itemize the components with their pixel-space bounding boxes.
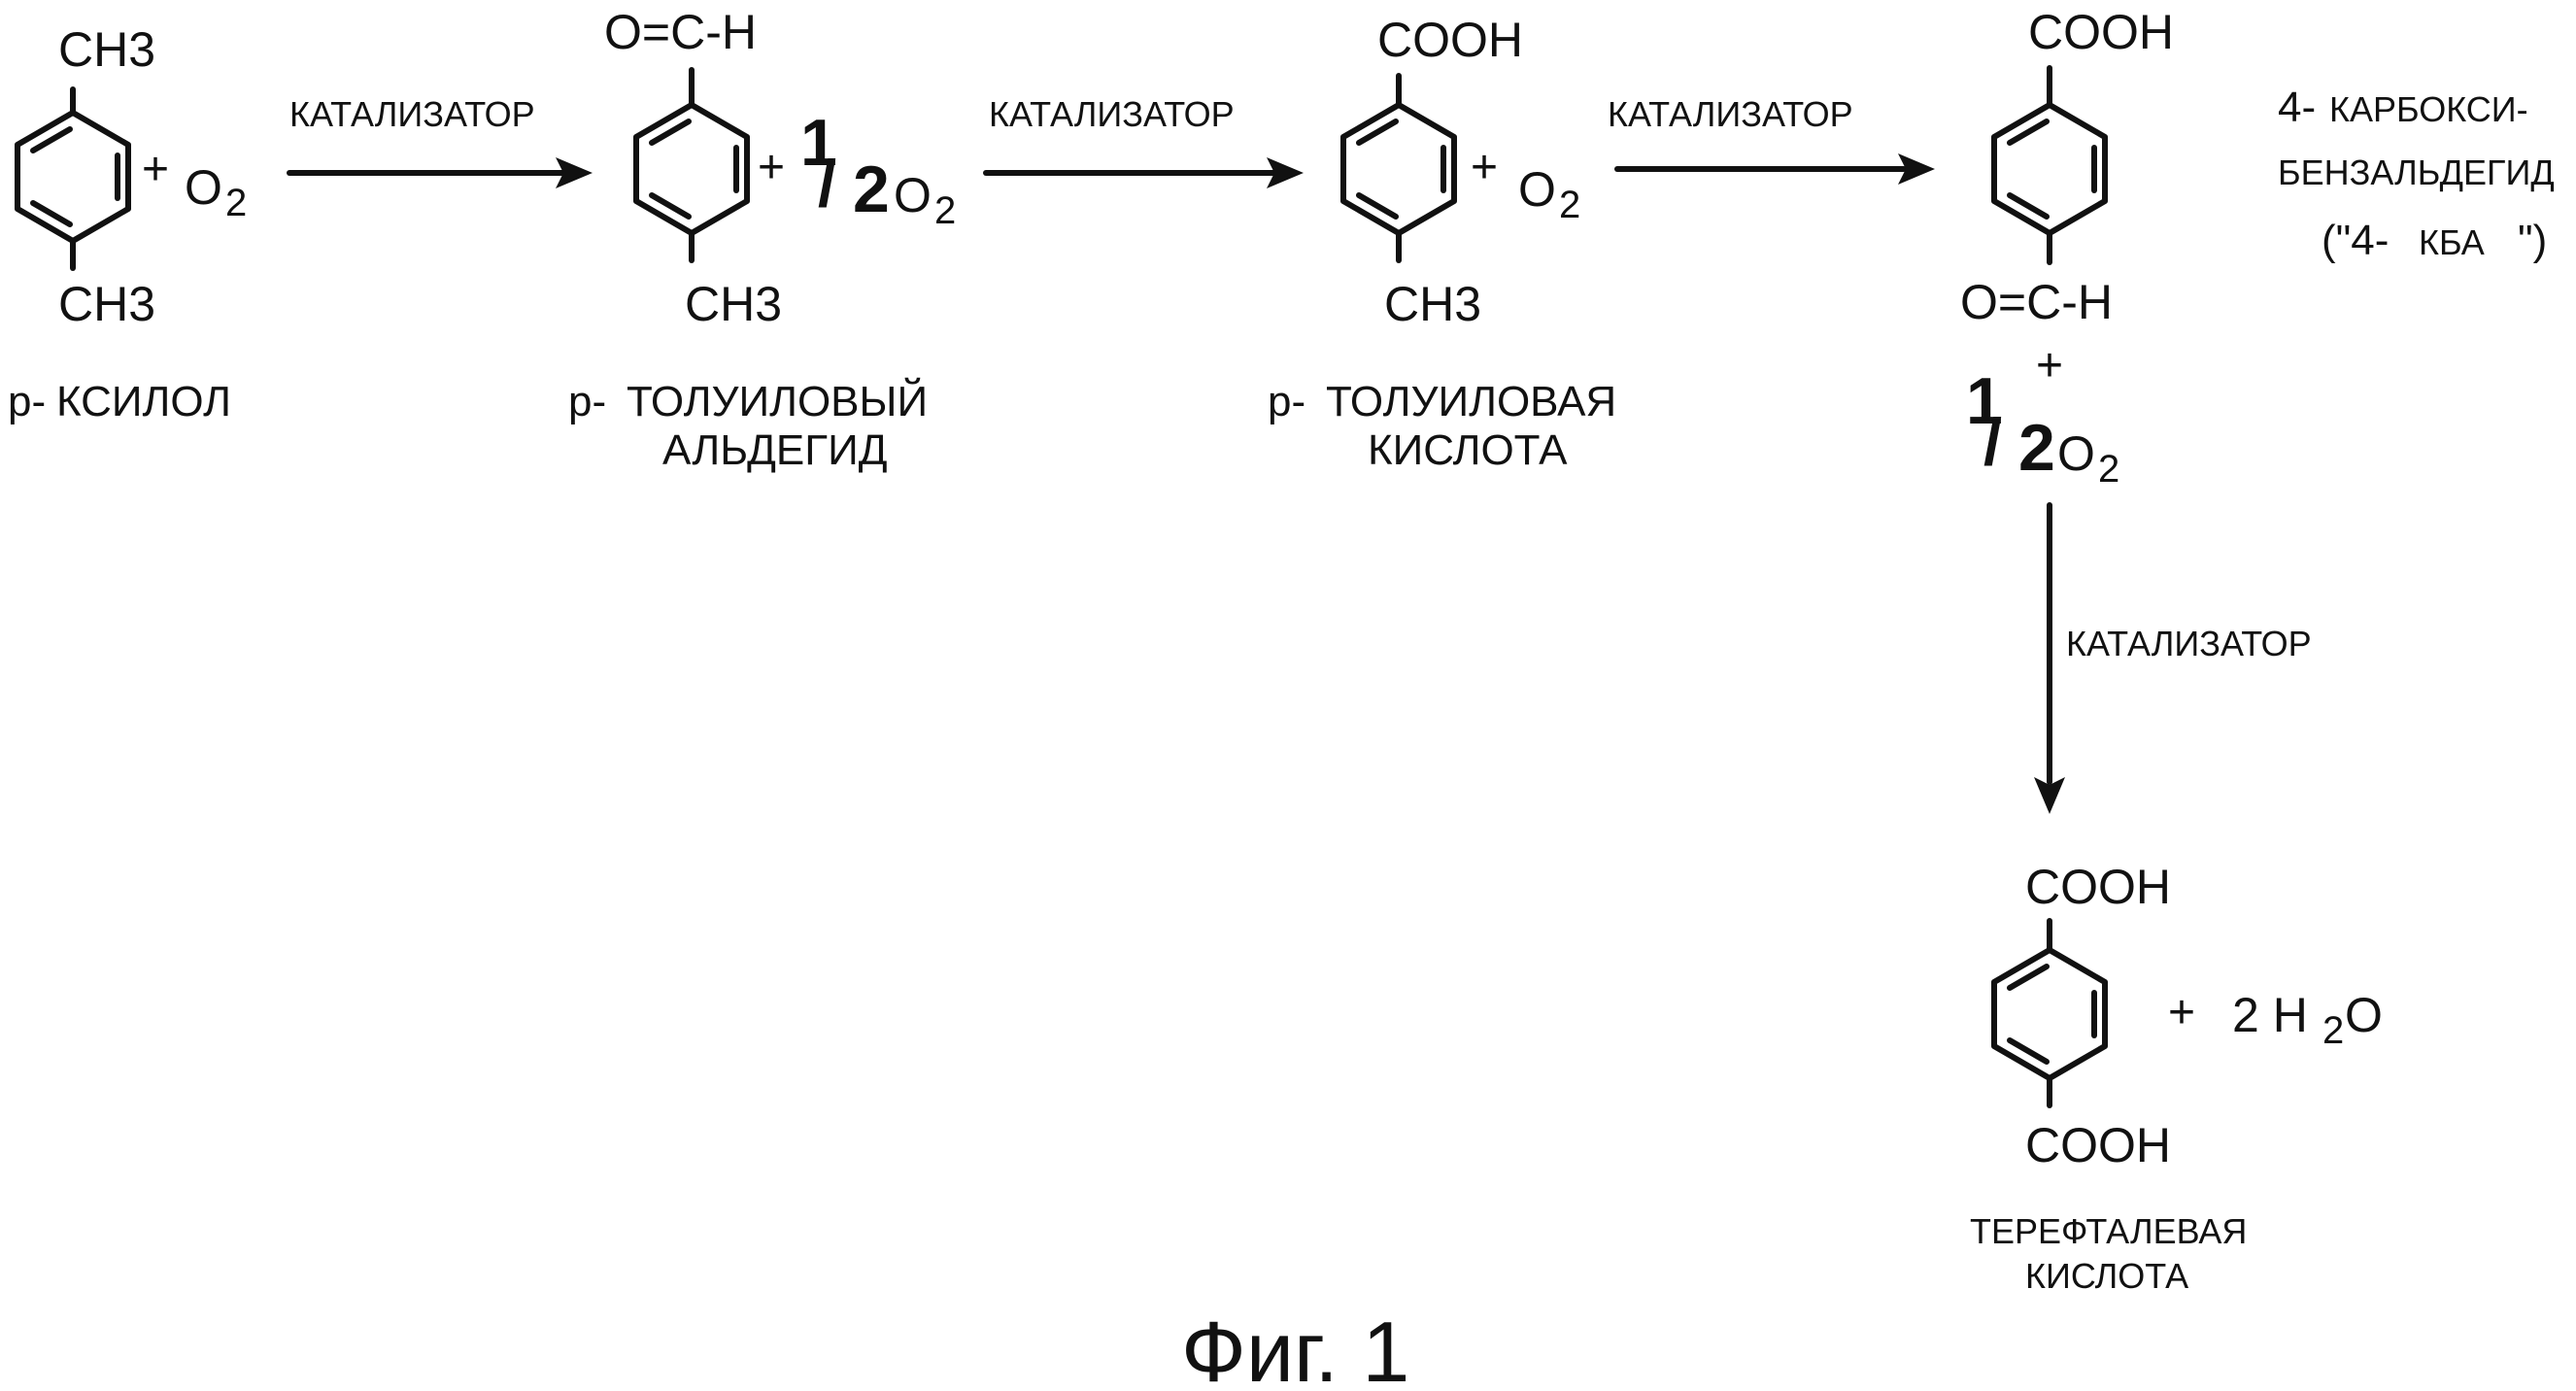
pxylene-name-prefix: р-: [8, 378, 46, 425]
figure-caption: Фиг. 1: [1181, 1304, 1409, 1391]
tolualdehyde-name-prefix: р-: [568, 378, 606, 425]
product-water: + 2 H 2 O: [2168, 987, 2383, 1052]
catalyst-label-4: КАТАЛИЗАТОР: [2066, 624, 2312, 663]
benzene-ring-icon: [1991, 102, 2108, 236]
terephthalic-name-line2: КИСЛОТА: [2025, 1256, 2188, 1296]
svg-text:/: /: [818, 147, 836, 221]
svg-text:2: 2: [2322, 1009, 2344, 1052]
catalyst-label-1: КАТАЛИЗАТОР: [289, 94, 535, 134]
terephthalic-top-group: COOH: [2025, 860, 2171, 914]
benzene-ring-icon: [1991, 947, 2108, 1081]
arrow-head-icon: [556, 157, 593, 188]
tolualdehyde-bottom-group: CH3: [685, 277, 782, 331]
svg-text:2: 2: [853, 153, 890, 226]
terephthalic-name-line1: ТЕРЕФТАЛЕВАЯ: [1970, 1211, 2247, 1251]
svg-text:1: 1: [1966, 364, 2003, 438]
cba-abbrev-close: "): [2518, 217, 2547, 264]
arrow-step-3: КАТАЛИЗАТОР: [1608, 94, 1935, 185]
benzene-ring-icon: [1340, 102, 1457, 236]
arrow-head-icon: [2034, 777, 2065, 814]
svg-text:2 H: 2 H: [2232, 988, 2308, 1042]
benzene-ring-icon: [15, 110, 131, 244]
terephthalic-bottom-group: COOH: [2025, 1118, 2171, 1172]
svg-text:+: +: [2036, 340, 2063, 391]
cba-name-line2: БЕНЗАЛЬДЕГИД: [2278, 153, 2555, 192]
toluic-acid-name-prefix: р-: [1268, 378, 1305, 425]
cba-abbrev-open: ("4-: [2322, 217, 2389, 264]
arrow-step-2: КАТАЛИЗАТОР: [983, 94, 1304, 188]
tolualdehyde-name-line1: ТОЛУИЛОВЫЙ: [627, 376, 928, 425]
svg-text:1: 1: [800, 106, 837, 180]
arrow-step-1: КАТАЛИЗАТОР: [287, 94, 593, 188]
svg-text:O: O: [1518, 162, 1556, 217]
pxylene-name: КСИЛОЛ: [56, 378, 231, 425]
cba-top-group: COOH: [2028, 5, 2174, 59]
compound-terephthalic-acid: COOH COOH ТЕРЕФТАЛЕВАЯ КИСЛОТА: [1970, 860, 2247, 1296]
compound-p-tolualdehyde: O=C-H CH3 р- ТОЛУИЛОВЫЙ АЛЬДЕГИД: [568, 5, 928, 474]
svg-text:/: /: [1983, 405, 2002, 479]
compound-p-xylene: CH3 CH3 р- КСИЛОЛ: [8, 22, 231, 425]
svg-text:O: O: [185, 160, 222, 215]
compound-p-toluic-acid: COOH CH3 р- ТОЛУИЛОВАЯ КИСЛОТА: [1268, 13, 1616, 474]
reagent-o2-2: + O 2: [1471, 142, 1580, 226]
svg-text:+: +: [142, 144, 169, 195]
svg-text:O: O: [894, 168, 932, 222]
compound-4-cba: COOH O=C-H 4- КАРБОКСИ- БЕНЗАЛЬДЕГИД ("4…: [1960, 5, 2555, 329]
tolualdehyde-top-group: O=C-H: [604, 5, 757, 59]
svg-text:2: 2: [934, 189, 956, 232]
pxylene-top-group: CH3: [58, 22, 155, 77]
reagent-o2-1: + O 2: [142, 144, 247, 224]
svg-text:+: +: [758, 142, 785, 193]
svg-text:+: +: [1471, 142, 1498, 193]
reagent-half-o2-1: + 1 / 2 O 2: [758, 106, 956, 232]
tolualdehyde-name-line2: АЛЬДЕГИД: [662, 426, 888, 474]
toluic-acid-name-line2: КИСЛОТА: [1368, 426, 1568, 474]
cba-bottom-group: O=C-H: [1960, 275, 2113, 329]
arrow-head-icon: [1898, 153, 1935, 185]
svg-text:2: 2: [1559, 184, 1580, 226]
svg-text:2: 2: [2098, 448, 2119, 491]
svg-text:2: 2: [2018, 411, 2055, 485]
cba-name-line1: КАРБОКСИ-: [2329, 89, 2528, 129]
catalyst-label-3: КАТАЛИЗАТОР: [1608, 94, 1853, 134]
benzene-ring-icon: [633, 102, 750, 236]
cba-abbrev: КБА: [2419, 222, 2485, 262]
cba-name-number: 4-: [2278, 84, 2316, 131]
toluic-acid-name-line1: ТОЛУИЛОВАЯ: [1326, 378, 1616, 425]
svg-text:O: O: [2057, 426, 2095, 481]
svg-text:+: +: [2168, 987, 2195, 1038]
arrow-head-icon: [1267, 157, 1304, 188]
toluic-acid-top-group: COOH: [1377, 13, 1523, 67]
toluic-acid-bottom-group: CH3: [1384, 277, 1481, 331]
svg-text:2: 2: [225, 182, 247, 224]
svg-text:O: O: [2345, 988, 2383, 1042]
catalyst-label-2: КАТАЛИЗАТОР: [989, 94, 1235, 134]
pxylene-bottom-group: CH3: [58, 277, 155, 331]
arrow-step-4: КАТАЛИЗАТОР: [2034, 502, 2312, 814]
reagent-half-o2-2: + 1 / 2 O 2: [1966, 340, 2119, 491]
